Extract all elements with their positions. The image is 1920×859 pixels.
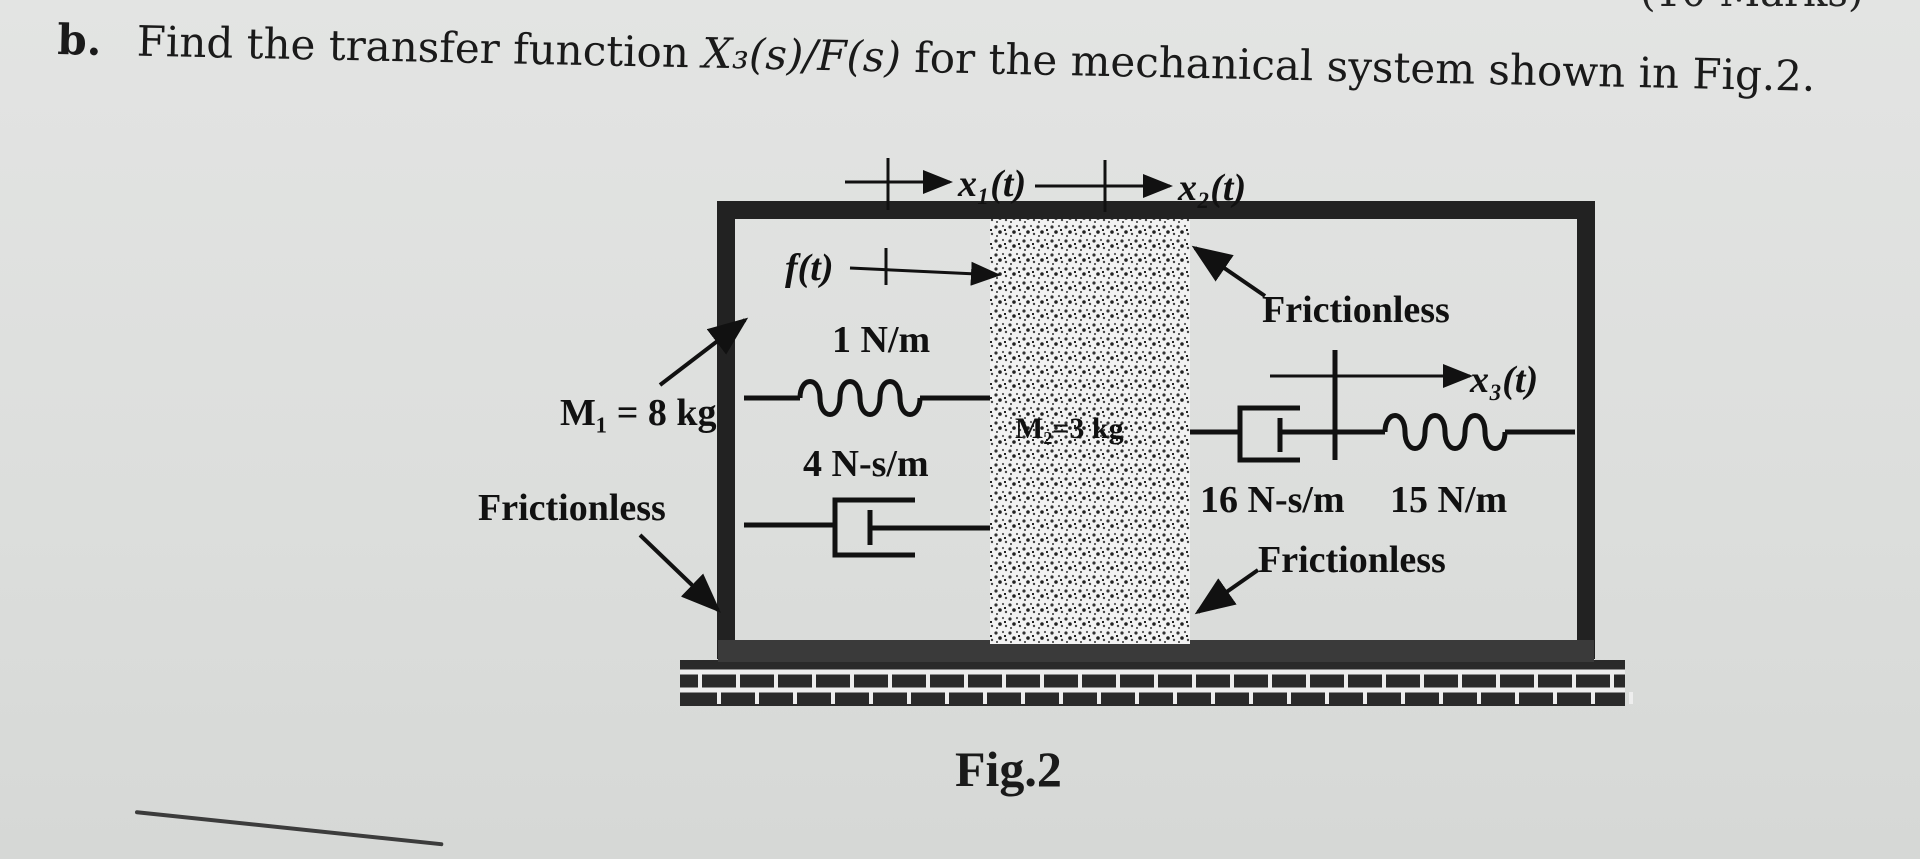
b2-label: 16 N-s/m (1200, 479, 1345, 521)
x1-arrow (845, 158, 953, 210)
damper-b1 (744, 497, 990, 558)
m1-label: M₁ = 8 kg (560, 392, 717, 434)
ground (680, 660, 1633, 706)
frictionless-left-pointer (638, 533, 721, 613)
force-label: f(t) (785, 247, 834, 289)
damper-b2 (1190, 405, 1335, 463)
mass-m1-frame (717, 201, 1595, 662)
m1-pointer (658, 317, 749, 387)
frictionless-bottom-right-pointer (1194, 568, 1260, 615)
marks-note: (10 Marks) (1640, 0, 1864, 16)
mass-m2-block (990, 219, 1190, 644)
x2-label: x₂(t) (1177, 167, 1246, 209)
frictionless-left-label: Frictionless (478, 487, 666, 529)
frictionless-bottom-right-label: Frictionless (1258, 539, 1446, 581)
force-arrow (849, 261, 1001, 286)
x1-label: x₁(t) (957, 163, 1026, 205)
x3-label: x₃(t) (1469, 359, 1538, 401)
m2-label: M₂=3 kg (1015, 412, 1124, 445)
x2-arrow (1085, 160, 1173, 212)
k2-label: 15 N/m (1390, 479, 1507, 521)
frictionless-top-right-label: Frictionless (1262, 289, 1450, 331)
spring-k1 (744, 379, 990, 417)
frictionless-top-right-pointer (1191, 245, 1267, 298)
x3-arrow (1270, 350, 1473, 460)
spring-k2 (1335, 413, 1575, 451)
b1-label: 4 N-s/m (803, 443, 929, 485)
k1-label: 1 N/m (832, 319, 930, 361)
figure-caption: Fig.2 (955, 741, 1062, 797)
